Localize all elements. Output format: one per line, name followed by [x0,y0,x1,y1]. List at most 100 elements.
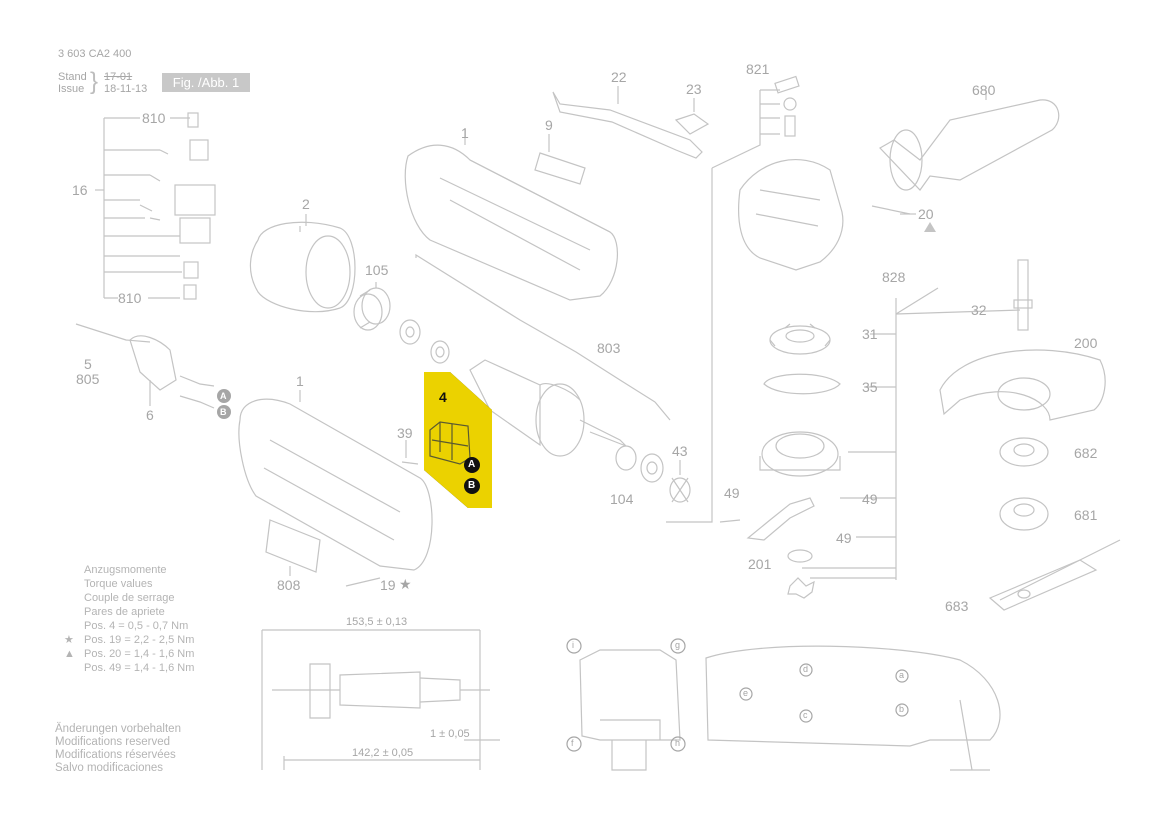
view-marker-f: f [571,738,574,748]
modifications-fr: Modifications réservées [55,749,176,761]
part-label-49-left: 49 [724,485,740,501]
figure-label: Fig. /Abb. 1 [162,73,250,92]
part-label-201: 201 [748,556,772,572]
part-label-828: 828 [882,269,906,285]
triangle-icon [924,222,936,232]
side-view-shape [705,645,1001,771]
torque-title-de: Anzugsmomente [84,564,167,576]
highlight-part-number: 4 [439,389,447,405]
bearing-flange-shape [759,431,841,477]
switch-assembly-shape [139,112,216,300]
cable-shape [75,323,215,409]
side-handle-shape [879,90,1060,191]
part-label-20: 20 [918,206,934,222]
side-marker-b: B [220,407,227,417]
spindle-32-shape [1013,259,1033,331]
flange-682-shape [999,437,1049,467]
part-label-200: 200 [1074,335,1098,351]
torque-title-fr: Couple de serrage [84,592,175,604]
part-label-9: 9 [545,117,553,133]
spindle-lock-201-shape [746,497,815,541]
stand-label: Stand [58,71,87,83]
part-label-682: 682 [1074,445,1098,461]
view-marker-h: h [675,738,681,748]
part-label-803: 803 [597,340,621,356]
guard-200-shape [939,349,1106,421]
torque-row: ▲Pos. 20 = 1,4 - 1,6 Nm [64,648,195,660]
torque-values-block: Anzugsmomente Torque values Couple de se… [64,563,195,675]
circlip-35-shape [763,373,841,395]
view-marker-g: g [675,640,681,650]
part-label-1-lower: 1 [296,373,304,389]
side-marker-a: A [220,391,227,401]
part-label-49-right: 49 [862,491,878,507]
modifications-es: Salvo modificaciones [55,762,164,774]
view-marker-i: i [572,640,574,650]
part-label-810-bottom: 810 [118,290,142,306]
armature-dimension-drawing [261,629,500,770]
modifications-en: Modifications reserved [55,736,171,748]
pinion-43-shape [669,477,691,503]
star-washer-shape [787,577,815,599]
housing-1-lower-shape [238,390,433,571]
marker-a-gray [217,389,231,403]
part-label-31: 31 [862,326,878,342]
dimension-bottom: 142,2 ± 0,05 [352,747,414,759]
part-label-821: 821 [746,61,770,77]
torque-row: ★Pos. 19 = 2,2 - 2,5 Nm [64,634,195,646]
part-label-104: 104 [610,491,634,507]
part-label-808: 808 [277,577,301,593]
issue-date: 18-11-13 [104,83,148,95]
wrench-683-shape [988,559,1098,611]
label-808-shape [265,519,321,573]
view-marker-a: a [899,670,905,680]
issue-label: Issue [58,83,85,95]
dimension-runout: 1 ± 0,05 [430,728,470,740]
stator-shape [249,214,356,313]
part-label-22: 22 [611,69,627,85]
part-label-35: 35 [862,379,878,395]
flange-681-shape [999,497,1049,531]
torque-title-en: Torque values [84,578,153,590]
washer-shape [399,319,421,345]
dimension-top: 153,5 ± 0,13 [346,616,408,628]
part-label-680: 680 [972,82,996,98]
washer-shape-2 [430,340,450,364]
part-label-6: 6 [146,407,154,423]
part-label-2: 2 [302,196,310,212]
modifications-de: Änderungen vorbehalten [55,723,181,735]
star-icon: ★ [399,576,412,592]
stand-date: 17-01 [104,71,133,83]
part-label-32: 32 [971,302,987,318]
marker-b-gray [217,405,231,419]
ring-104-shape [615,445,637,471]
bushing-105-shape [353,282,391,331]
part-label-19: 19 [380,577,396,593]
part-label-105: 105 [365,262,389,278]
view-marker-c: c [803,710,808,720]
part-label-16: 16 [72,182,88,198]
torque-title-es: Pares de apriete [84,606,165,618]
gear-housing-shape [738,75,844,271]
spiral-bevel-gear-31-shape [769,323,831,355]
part-label-43: 43 [672,443,688,459]
torque-row: Pos. 4 = 0,5 - 0,7 Nm [84,620,189,632]
view-marker-e: e [743,688,749,698]
part-label-49-lower: 49 [836,530,852,546]
modifications-notice: Änderungen vorbehalten Modifications res… [55,723,181,775]
highlight-marker-a: A [468,459,476,470]
part-label-683: 683 [945,598,969,614]
part-label-681: 681 [1074,507,1098,523]
label-plate-9-shape [534,152,586,185]
view-marker-b: b [899,704,905,714]
part-label-23: 23 [686,81,702,97]
header-brace: } [90,68,99,95]
triangle-icon: ▲ [64,648,75,660]
cover-23-shape [674,113,710,135]
front-view-shape [579,649,681,771]
highlight-marker-b: B [468,480,476,491]
housing-1-upper-shape [404,128,618,301]
document-number: 3 603 CA2 400 [58,48,132,60]
part-label-810-top: 810 [142,110,166,126]
